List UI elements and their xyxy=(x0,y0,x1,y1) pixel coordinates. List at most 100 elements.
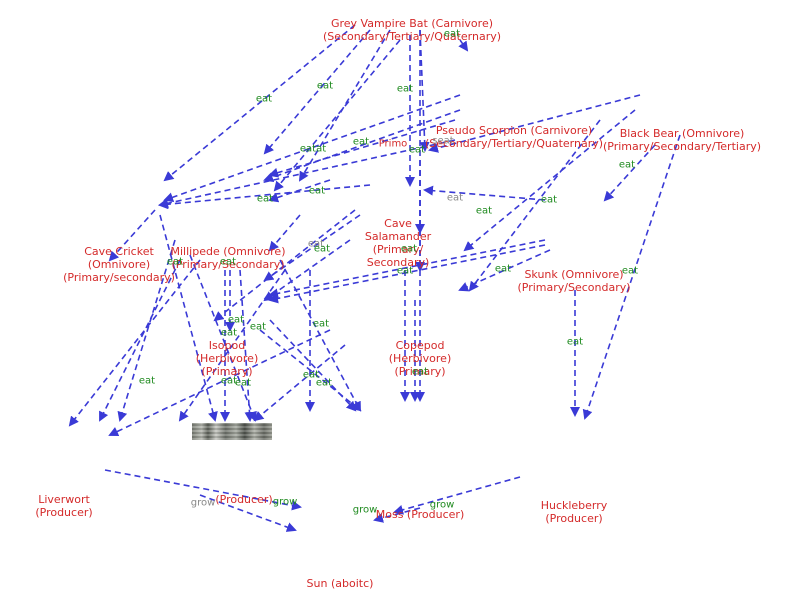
node-line: (Herbivore) xyxy=(195,352,259,365)
node-line: Isopod xyxy=(208,339,246,352)
node-line: Cave xyxy=(384,217,412,230)
edge-label: eat xyxy=(166,256,184,268)
node-line: (Secondary/Tertiary/Quaternary) xyxy=(424,137,604,150)
food-web-edge xyxy=(393,476,521,515)
food-web-edge xyxy=(268,179,331,203)
food-web-edge xyxy=(428,94,641,153)
edge-label: eat xyxy=(227,314,245,326)
edge-label: eat xyxy=(138,375,156,387)
edge-label: eat xyxy=(396,83,414,95)
node-line: (Primary/ xyxy=(372,243,424,256)
node-line: (Primary) xyxy=(201,365,253,378)
node-line: (Omnivore) xyxy=(87,258,151,271)
node-line: Sun (aboitc) xyxy=(306,577,374,590)
node-line: (Primary/secondary) xyxy=(63,271,175,284)
photo-thumbnail xyxy=(192,423,272,440)
edge-label: eat xyxy=(219,256,237,268)
food-web-edge xyxy=(68,259,201,427)
node-line: Pseudo Scorpion (Carnivore) xyxy=(435,124,593,137)
node-line: Liverwort xyxy=(38,493,90,506)
edge-label: grow xyxy=(352,504,378,516)
food-web-edge xyxy=(263,29,371,155)
food-web-edge xyxy=(99,259,181,422)
edge-label: eat xyxy=(396,265,414,277)
food-web-edge xyxy=(199,494,297,532)
edge-label: eat xyxy=(312,318,330,330)
edge-label: grow xyxy=(272,496,298,508)
node-line: Black Bear (Omnivore) xyxy=(619,127,745,140)
node-skunk: Skunk (Omnivore) (Primary/Secondary) xyxy=(517,268,630,294)
node-line: Copepod xyxy=(395,339,445,352)
edge-label: grow xyxy=(429,499,455,511)
edge-label: eat xyxy=(400,243,418,255)
node-line: (Primary) xyxy=(394,365,446,378)
food-web-edge xyxy=(163,24,356,182)
node-liverwort: Liverwort (Producer) xyxy=(35,493,92,519)
node-line: (Producer) xyxy=(215,493,273,506)
food-web-edge xyxy=(158,139,456,209)
node-line: Grey Vampire Bat (Carnivore) xyxy=(330,17,494,30)
edge-label: eat xyxy=(256,193,274,205)
node-line: (Primary/Secondary) xyxy=(517,281,631,294)
food-web-edge xyxy=(373,507,421,523)
node-line: Salamander xyxy=(364,230,432,243)
edge-label: eat xyxy=(475,205,493,217)
node-black-bear: Black Bear (Omnivore) (Primary/Secondary… xyxy=(603,127,761,153)
edge-label: eat xyxy=(411,366,429,378)
edge-label: eat xyxy=(618,159,636,171)
edge-label: eat xyxy=(308,185,326,197)
edge-label: eat xyxy=(494,263,512,275)
food-web-edge xyxy=(268,119,456,178)
edge-label: eatat xyxy=(299,143,327,155)
food-web-edge xyxy=(178,269,286,422)
edge-label: seat xyxy=(432,135,454,147)
food-web-edge xyxy=(458,249,551,292)
food-web-edge xyxy=(163,94,461,203)
edge-label: eat xyxy=(313,243,331,255)
edge-label: eat xyxy=(220,375,238,387)
edge-label: eat xyxy=(443,28,461,40)
food-web-edge xyxy=(263,239,351,302)
food-web-edge xyxy=(603,144,656,202)
edge-label: Primo xyxy=(378,138,408,150)
node-huckleberry: Huckleberry (Producer) xyxy=(541,499,608,525)
food-web-edge xyxy=(298,29,391,182)
node-isopod: Isopod (Herbivore) (Primary) xyxy=(196,339,258,378)
edge-label: eat xyxy=(249,321,267,333)
node-copepod: Copepod (Herbivore) (Primary) xyxy=(389,339,451,378)
edge-label: eat xyxy=(540,194,558,206)
food-web-edge xyxy=(423,185,546,201)
node-pseudo-scorpion: Pseudo Scorpion (Carnivore) (Secondary/T… xyxy=(425,124,603,150)
edge-label: eat xyxy=(446,192,464,204)
food-web-edge xyxy=(458,39,469,52)
node-line: Secondary) xyxy=(366,256,430,269)
edge-label: eat xyxy=(408,144,426,156)
food-web-edge xyxy=(268,244,546,304)
node-line: (Producer) xyxy=(545,512,603,525)
node-line: (Secondary/Tertiary/Quaternary) xyxy=(322,30,502,43)
food-web-edge xyxy=(273,39,401,192)
food-web-edge xyxy=(268,214,301,252)
node-grey-vampire-bat: Grey Vampire Bat (Carnivore) (Secondary/… xyxy=(323,17,501,43)
food-web-edge xyxy=(104,469,302,511)
node-line: Cave Cricket xyxy=(84,245,154,258)
node-line: (Primary/Secondary) xyxy=(171,258,285,271)
node-moss: Moss (Producer) xyxy=(376,508,465,521)
arrow-layer xyxy=(68,24,681,532)
edge-label: grow xyxy=(190,497,216,509)
food-web-edge xyxy=(108,329,331,437)
edge-label: eat xyxy=(352,136,370,148)
node-line: Huckleberry xyxy=(540,499,608,512)
node-sun: Sun (aboitc) xyxy=(307,577,374,590)
edge-label: eat xyxy=(302,369,320,381)
node-line: (Producer) xyxy=(35,506,93,519)
edge-label: eat xyxy=(220,327,238,339)
food-web-edge xyxy=(268,239,546,299)
food-web-edge xyxy=(117,239,176,422)
node-cave-cricket: Cave Cricket (Omnivore) (Primary/seconda… xyxy=(63,245,175,284)
node-line: (Primary/Secondary/Tertiary) xyxy=(602,140,762,153)
node-millipede: Millipede (Omnivore) (Primary/Secondary) xyxy=(171,245,286,271)
edge-label: eat xyxy=(566,336,584,348)
edge-label: eat xyxy=(315,377,333,389)
edge-label: eat xyxy=(255,93,273,105)
